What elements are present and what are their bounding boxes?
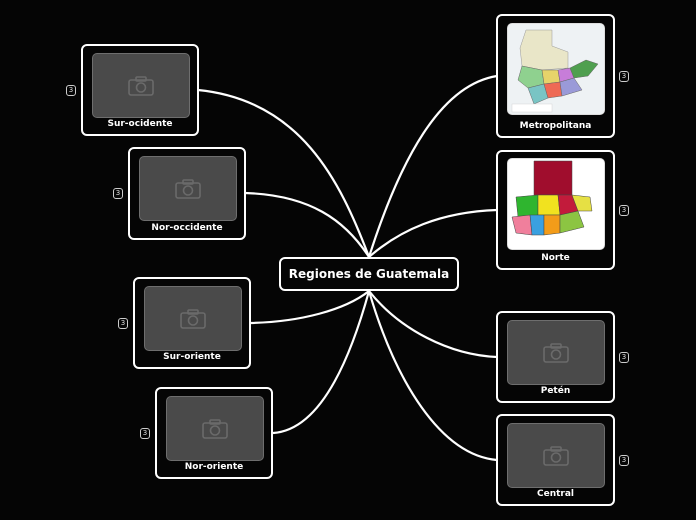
topic-peten[interactable]: Petén bbox=[496, 311, 615, 403]
collapse-count-badge[interactable]: 3 bbox=[619, 71, 629, 82]
collapse-count-badge[interactable]: 3 bbox=[118, 318, 128, 329]
topic-label: Nor-oriente bbox=[184, 462, 244, 472]
topic-central[interactable]: Central bbox=[496, 414, 615, 506]
topic-sur-oriente[interactable]: Sur-oriente bbox=[133, 277, 251, 369]
map-image bbox=[507, 23, 605, 115]
image-placeholder bbox=[507, 320, 605, 385]
map-image bbox=[507, 158, 605, 250]
collapse-count-badge[interactable]: 3 bbox=[140, 428, 150, 439]
topic-norte[interactable]: Norte bbox=[496, 150, 615, 270]
camera-icon bbox=[202, 418, 228, 439]
image-placeholder bbox=[92, 53, 190, 118]
guatemala-departments-map-icon bbox=[508, 24, 604, 114]
topic-label: Central bbox=[536, 489, 574, 499]
topic-nor-occidente[interactable]: Nor-occidente bbox=[128, 147, 246, 240]
topic-label: Norte bbox=[541, 253, 570, 263]
topic-metropolitana[interactable]: Metropolitana bbox=[496, 14, 615, 138]
topic-label: Sur-oriente bbox=[163, 352, 221, 362]
topic-label: Petén bbox=[540, 386, 571, 396]
camera-icon bbox=[128, 75, 154, 96]
guatemala-regions-map-icon bbox=[508, 159, 604, 249]
collapse-count-badge[interactable]: 3 bbox=[113, 188, 123, 199]
image-placeholder bbox=[166, 396, 264, 461]
topic-label: Nor-occidente bbox=[151, 223, 223, 233]
camera-icon bbox=[175, 178, 201, 199]
camera-icon bbox=[543, 342, 569, 363]
collapse-count-badge[interactable]: 3 bbox=[619, 205, 629, 216]
image-placeholder bbox=[507, 423, 605, 488]
topic-nor-oriente[interactable]: Nor-oriente bbox=[155, 387, 273, 479]
topic-label: Sur-ocidente bbox=[107, 119, 173, 129]
central-topic[interactable]: Regiones de Guatemala bbox=[279, 257, 459, 291]
central-topic-label: Regiones de Guatemala bbox=[288, 267, 450, 281]
topic-sur-ocidente[interactable]: Sur-ocidente bbox=[81, 44, 199, 136]
image-placeholder bbox=[144, 286, 242, 351]
collapse-count-badge[interactable]: 3 bbox=[619, 455, 629, 466]
collapse-count-badge[interactable]: 3 bbox=[66, 85, 76, 96]
image-placeholder bbox=[139, 156, 237, 221]
topic-label: Metropolitana bbox=[519, 121, 592, 131]
camera-icon bbox=[543, 445, 569, 466]
camera-icon bbox=[180, 308, 206, 329]
collapse-count-badge[interactable]: 3 bbox=[619, 352, 629, 363]
